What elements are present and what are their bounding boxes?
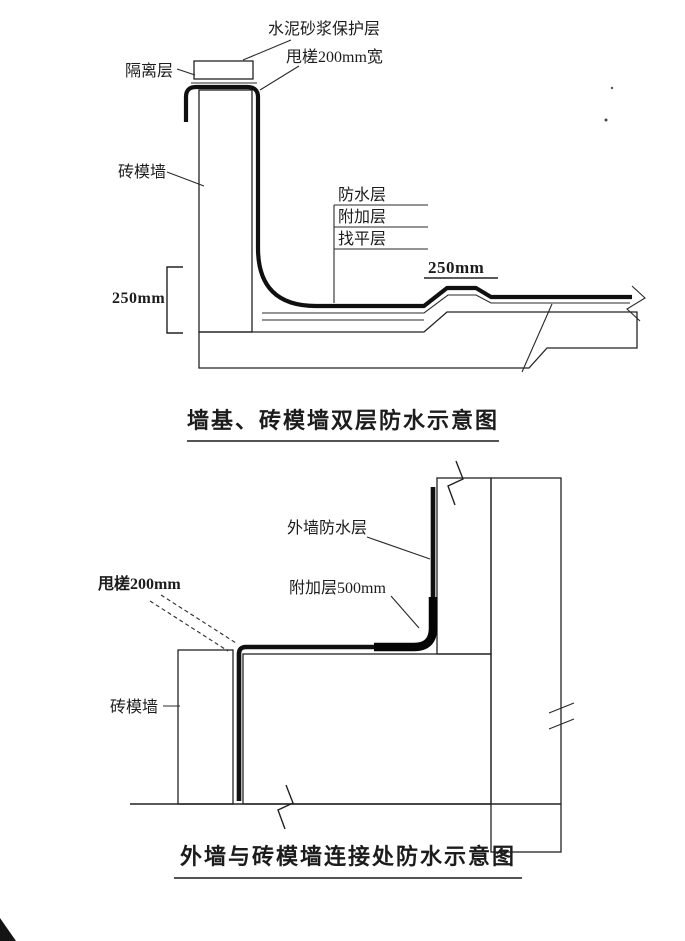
label-brick-form-wall: 砖模墙 <box>118 163 166 181</box>
scan-speck-1 <box>604 118 608 122</box>
break-mark-right-edge-1 <box>548 702 575 714</box>
label-protective-layer: 水泥砂浆保护层 <box>268 20 380 38</box>
additional-layer-band <box>374 597 438 652</box>
leader-isolation-layer <box>176 68 196 76</box>
leader-exterior-waterproof <box>366 536 431 560</box>
cement-mortar-protective-layer <box>193 60 254 80</box>
break-mark-slab-bottom <box>277 784 294 830</box>
dimension-upturn-250mm: 250mm <box>112 290 165 307</box>
leader-brick-wall <box>166 171 205 187</box>
break-mark-right-edge-2 <box>548 718 575 730</box>
concrete-floor-slab <box>198 311 638 369</box>
label-leveling-layer: 找平层 <box>338 230 386 248</box>
diagram-top-title: 墙基、砖模墙双层防水示意图 <box>187 408 499 433</box>
label-additional-layer-500: 附加层500mm <box>289 579 386 597</box>
diagram-bottom-title: 外墙与砖模墙连接处防水示意图 <box>180 844 516 869</box>
leader-lap-joint-dashed-1 <box>160 594 237 644</box>
break-cut-line <box>521 303 553 373</box>
label-lap-joint-200: 甩槎200mm <box>97 574 181 593</box>
leader-additional-layer <box>390 595 420 629</box>
leader-protective-layer <box>242 39 292 61</box>
waterproof-membrane <box>183 84 632 309</box>
break-mark-wall-top <box>447 460 464 506</box>
leader-lap-joint <box>259 65 300 91</box>
diagram-bottom: 外墙防水层 附加层500mm 甩槎200mm 砖模墙 外墙与砖模墙连接处防水示意… <box>97 460 575 879</box>
dimension-step-250mm: 250mm <box>428 258 484 277</box>
dimension-bracket-upturn <box>166 266 183 334</box>
label-brick-form-wall-bottom: 砖模墙 <box>110 698 158 716</box>
label-waterproof-layer: 防水层 <box>338 186 386 204</box>
leveling-layer-line <box>262 294 630 314</box>
label-isolation-layer: 隔离层 <box>125 62 173 80</box>
label-lap-joint-width: 甩槎200mm宽 <box>286 48 383 66</box>
diagram-top: 水泥砂浆保护层 甩槎200mm宽 隔离层 砖模墙 防水层 附加层 找平层 250… <box>112 20 646 442</box>
label-exterior-waterproof-layer: 外墙防水层 <box>287 519 367 537</box>
break-mark-right-end <box>626 285 646 322</box>
leader-lap-joint-dashed-2 <box>149 600 229 652</box>
scan-speck-2 <box>610 86 614 90</box>
label-additional-layer: 附加层 <box>338 208 386 226</box>
brick-form-wall <box>198 89 253 333</box>
exterior-wall <box>436 477 492 655</box>
scan-corner-artifact <box>0 918 16 941</box>
